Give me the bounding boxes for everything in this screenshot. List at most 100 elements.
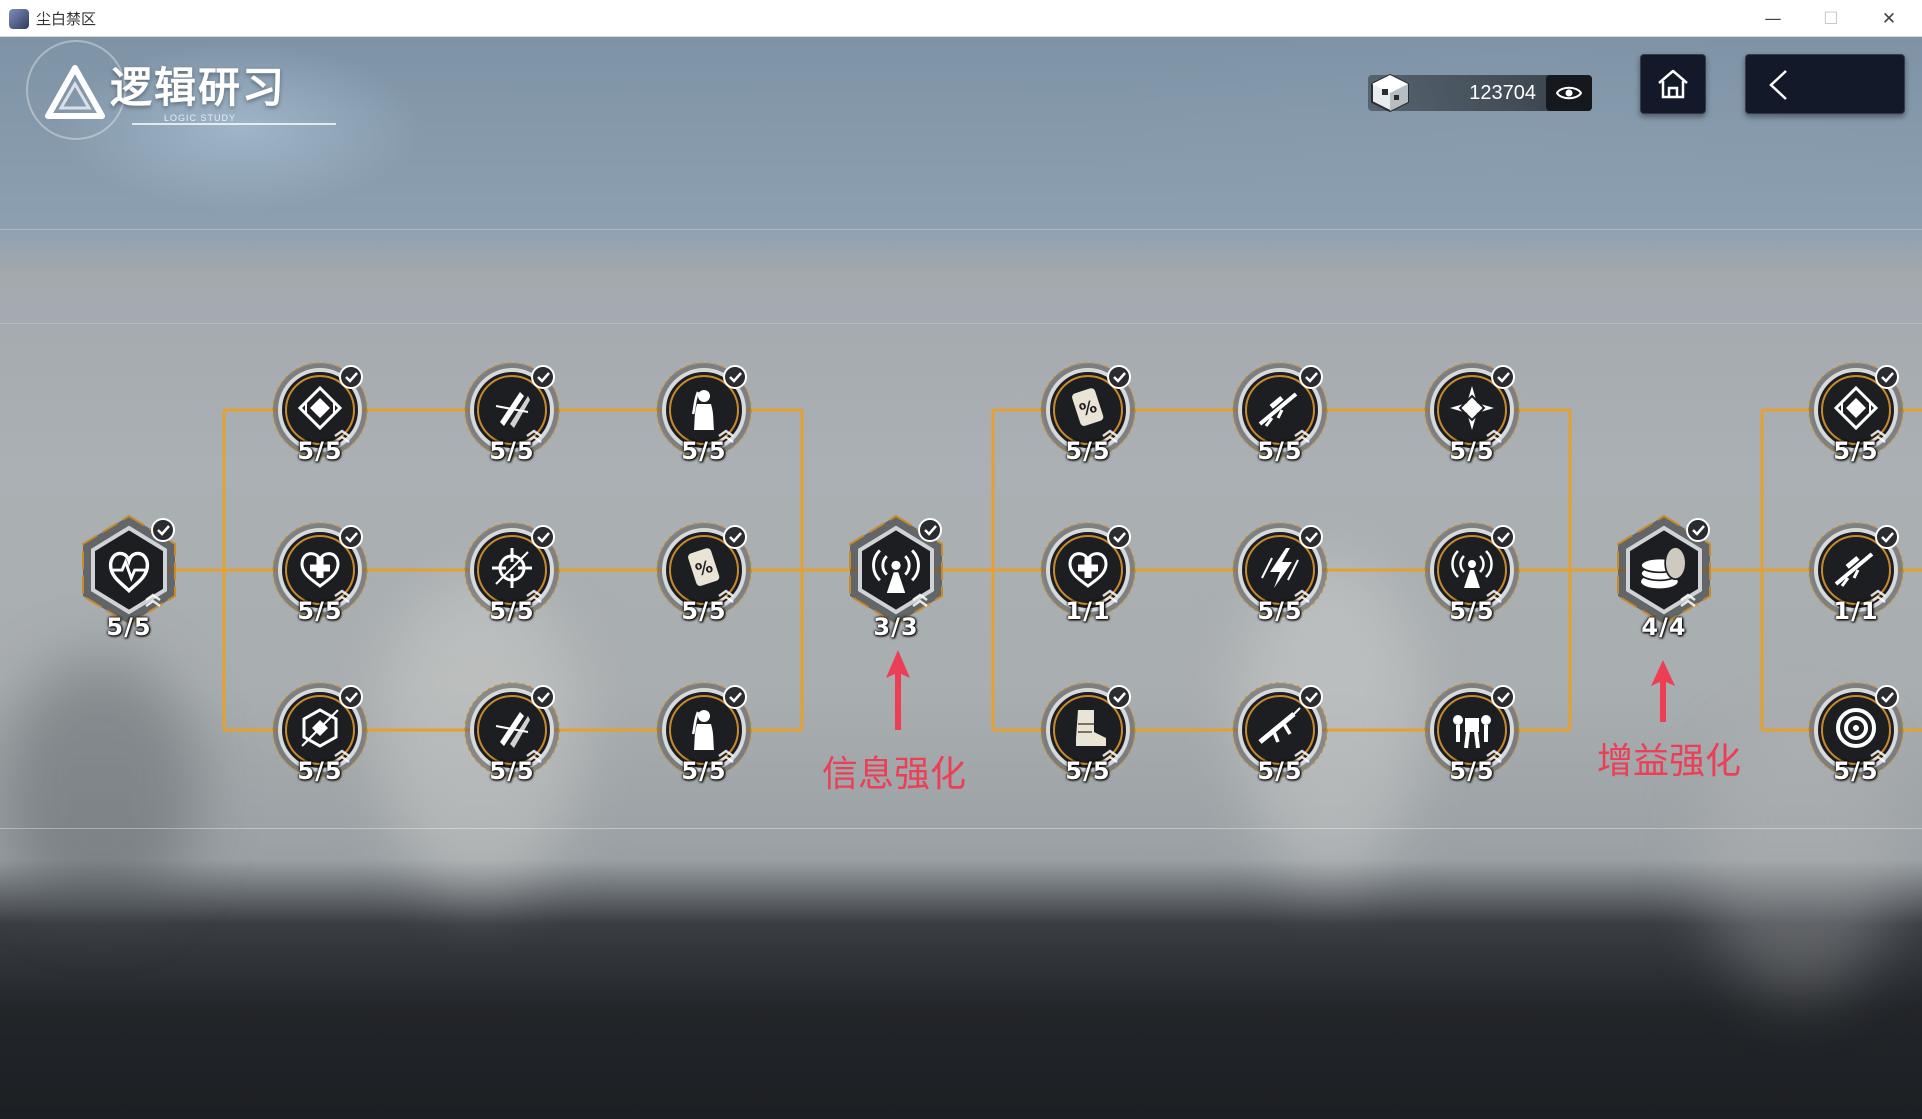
rank-chevron-icon bbox=[1102, 749, 1118, 764]
skill-node[interactable]: 1/1 bbox=[1808, 522, 1904, 624]
page-title: 逻辑研习 bbox=[110, 63, 287, 112]
boot-icon bbox=[1076, 710, 1106, 746]
diamond-emblem-icon bbox=[297, 385, 343, 431]
node-level-text: 5/5 bbox=[297, 597, 343, 625]
skill-node[interactable]: 5/5 bbox=[1424, 362, 1520, 464]
node-level-text: 4/4 bbox=[1641, 613, 1687, 641]
completed-check-icon bbox=[1491, 365, 1515, 389]
completed-check-icon bbox=[723, 685, 747, 709]
skill-core-node[interactable]: 3/3 bbox=[848, 514, 944, 640]
completed-check-icon bbox=[1875, 685, 1899, 709]
node-level-text: 5/5 bbox=[1065, 437, 1111, 465]
back-button[interactable] bbox=[1745, 54, 1905, 114]
home-icon bbox=[1658, 69, 1688, 99]
logic-emblem-icon bbox=[45, 65, 105, 119]
minimize-button[interactable]: — bbox=[1764, 8, 1782, 29]
skill-node[interactable]: 1/1 bbox=[1040, 522, 1136, 624]
rank-chevron-icon bbox=[718, 429, 734, 444]
skill-node[interactable]: % 5/5 bbox=[1040, 362, 1136, 464]
skill-core-node[interactable]: 5/5 bbox=[81, 514, 177, 640]
node-level-text: 5/5 bbox=[681, 757, 727, 785]
skill-node[interactable]: 5/5 bbox=[1424, 522, 1520, 624]
rank-chevron-icon bbox=[1870, 589, 1886, 604]
heartbeat-icon bbox=[108, 551, 150, 594]
panel-divider bbox=[0, 229, 1922, 230]
node-level-text: 5/5 bbox=[1449, 757, 1495, 785]
rank-chevron-icon bbox=[526, 749, 542, 764]
completed-check-icon bbox=[1299, 365, 1323, 389]
coin-stack-icon bbox=[1640, 546, 1687, 589]
mech-icon bbox=[1453, 715, 1491, 749]
completed-check-icon bbox=[723, 365, 747, 389]
rank-chevron-icon bbox=[718, 589, 734, 604]
completed-check-icon bbox=[723, 525, 747, 549]
missile-icon bbox=[495, 392, 530, 428]
completed-check-icon bbox=[339, 685, 363, 709]
crosshair-icon bbox=[492, 548, 532, 588]
annotation-info-enhance: 信息强化 bbox=[822, 754, 967, 795]
node-level-text: 5/5 bbox=[1833, 757, 1879, 785]
skill-node[interactable]: % 5/5 bbox=[656, 522, 752, 624]
node-level-text: 5/5 bbox=[1449, 597, 1495, 625]
app-icon bbox=[9, 9, 29, 29]
close-button[interactable]: ✕ bbox=[1881, 8, 1897, 29]
skill-node[interactable]: 5/5 bbox=[272, 362, 368, 464]
page-subtitle: LOGIC STUDY bbox=[164, 113, 237, 123]
rank-chevron-icon bbox=[1870, 429, 1886, 444]
rank-chevron-icon bbox=[912, 593, 928, 608]
completed-check-icon bbox=[1299, 525, 1323, 549]
skill-node[interactable]: 5/5 bbox=[464, 362, 560, 464]
svg-text:%: % bbox=[1077, 397, 1099, 421]
node-level-text: 5/5 bbox=[489, 757, 535, 785]
skill-node[interactable]: 5/5 bbox=[1232, 362, 1328, 464]
node-level-text: 3/3 bbox=[873, 613, 919, 641]
completed-check-icon bbox=[1491, 685, 1515, 709]
completed-check-icon bbox=[339, 525, 363, 549]
node-level-text: 5/5 bbox=[681, 437, 727, 465]
diamond-emblem-icon bbox=[1833, 385, 1879, 431]
node-level-text: 5/5 bbox=[489, 437, 535, 465]
eye-icon bbox=[1556, 86, 1582, 100]
completed-check-icon bbox=[918, 518, 942, 542]
percent-card-icon: % bbox=[1072, 388, 1104, 426]
panel-divider bbox=[0, 828, 1922, 829]
rank-chevron-icon bbox=[1486, 749, 1502, 764]
skill-node[interactable]: 5/5 bbox=[1808, 682, 1904, 784]
maximize-button[interactable]: ☐ bbox=[1823, 8, 1839, 29]
rank-chevron-icon bbox=[526, 589, 542, 604]
node-level-text: 5/5 bbox=[297, 757, 343, 785]
completed-check-icon bbox=[1107, 365, 1131, 389]
signal-tower-icon bbox=[872, 549, 920, 593]
skill-node[interactable]: 5/5 bbox=[272, 522, 368, 624]
currency-value: 123704 bbox=[1469, 82, 1536, 104]
skill-core-node[interactable]: 4/4 bbox=[1616, 514, 1712, 640]
heal-heart-icon bbox=[300, 552, 340, 588]
completed-check-icon bbox=[151, 518, 175, 542]
skill-node[interactable]: 5/5 bbox=[1808, 362, 1904, 464]
skill-node[interactable]: 5/5 bbox=[1232, 682, 1328, 784]
skill-node[interactable]: 5/5 bbox=[464, 522, 560, 624]
view-currency-button[interactable] bbox=[1546, 75, 1592, 111]
node-level-text: 5/5 bbox=[681, 597, 727, 625]
rank-chevron-icon bbox=[334, 749, 350, 764]
node-level-text: 1/1 bbox=[1065, 597, 1111, 625]
skill-node[interactable]: 5/5 bbox=[1232, 522, 1328, 624]
home-button[interactable] bbox=[1640, 54, 1706, 114]
rank-chevron-icon bbox=[1870, 749, 1886, 764]
sniper-rifle-icon bbox=[1258, 392, 1298, 427]
character-silhouette-icon bbox=[691, 710, 714, 750]
completed-check-icon bbox=[1875, 365, 1899, 389]
skill-node[interactable]: 5/5 bbox=[656, 362, 752, 464]
rank-chevron-icon bbox=[1486, 429, 1502, 444]
window-title: 尘白禁区 bbox=[36, 10, 97, 28]
logo-ring bbox=[26, 40, 126, 140]
skill-node[interactable]: 5/5 bbox=[656, 682, 752, 784]
completed-check-icon bbox=[531, 685, 555, 709]
skill-node[interactable]: 5/5 bbox=[1424, 682, 1520, 784]
lightning-icon bbox=[1261, 548, 1299, 588]
skill-node[interactable]: 5/5 bbox=[272, 682, 368, 784]
skill-node[interactable]: 5/5 bbox=[1040, 682, 1136, 784]
node-level-text: 5/5 bbox=[1065, 757, 1111, 785]
sniper-rifle-icon bbox=[1834, 552, 1874, 587]
skill-node[interactable]: 5/5 bbox=[464, 682, 560, 784]
